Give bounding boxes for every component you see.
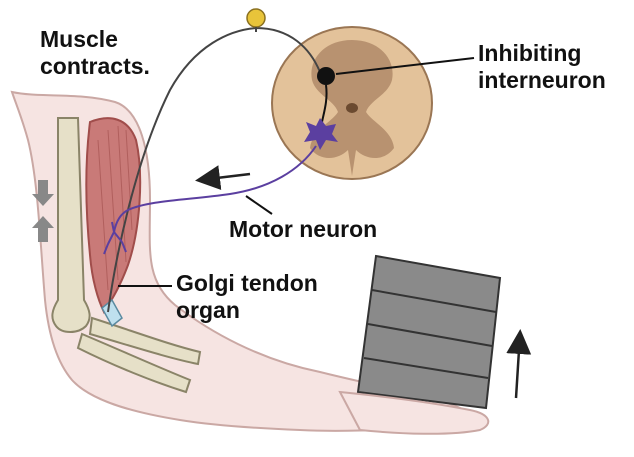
motor-neuron-pointer xyxy=(246,196,272,214)
muscle-contracts-label: Muscle contracts. xyxy=(40,26,150,80)
sensory-ganglion xyxy=(247,9,265,27)
direction-arrow-icon xyxy=(200,174,250,180)
inhibiting-interneuron xyxy=(317,67,335,85)
golgi-tendon-organ-label: Golgi tendon organ xyxy=(176,270,318,324)
inhibiting-interneuron-label: Inhibiting interneuron xyxy=(478,40,606,94)
lift-arrow-icon xyxy=(516,334,520,398)
spinal-cord xyxy=(272,27,432,179)
weight-block xyxy=(358,256,500,408)
motor-neuron-label: Motor neuron xyxy=(229,216,377,243)
